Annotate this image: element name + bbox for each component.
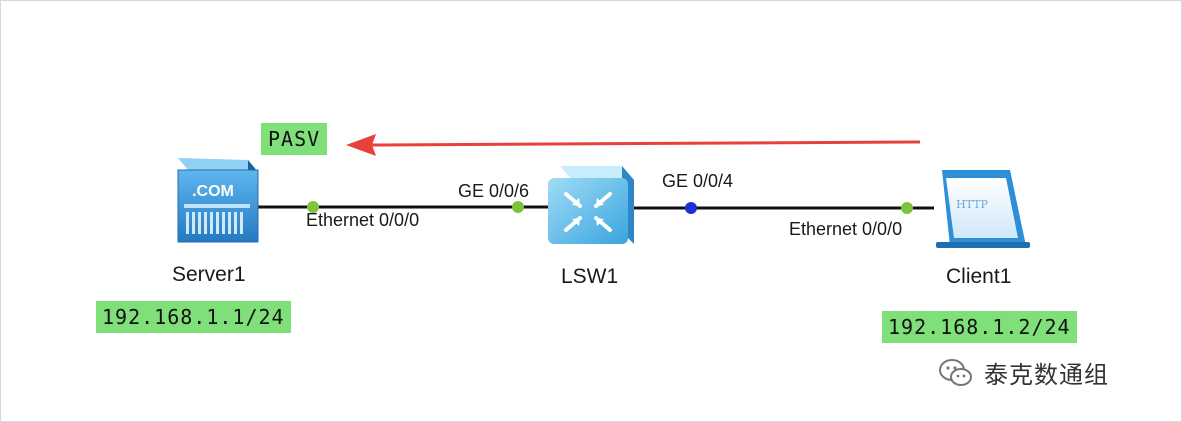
switch-port-left-label: GE 0/0/6 [458, 181, 530, 201]
server-screen-text: .COM [192, 183, 234, 200]
switch-icon[interactable] [548, 166, 634, 244]
switch-name: LSW1 [561, 265, 619, 288]
port-dot-server [307, 201, 319, 213]
watermark-text: 泰克数通组 [984, 361, 1109, 389]
client-name: Client1 [946, 265, 1012, 288]
pasv-label: PASV [261, 123, 328, 155]
port-dot-switch-left [512, 201, 524, 213]
server-icon[interactable]: .COM [177, 158, 259, 243]
server-port-label: Ethernet 0/0/0 [306, 210, 420, 230]
client-port-label: Ethernet 0/0/0 [789, 219, 903, 239]
pasv-arrow [346, 134, 921, 156]
wechat-icon [939, 358, 972, 386]
client-screen-text: HTTP [956, 198, 988, 211]
client-icon[interactable]: HTTP [936, 170, 1030, 248]
watermark: 泰克数通组 [938, 355, 1109, 390]
server-ip-tag: 192.168.1.1/24 [96, 301, 291, 333]
switch-port-right-label: GE 0/0/4 [662, 171, 734, 191]
port-dot-switch-right [685, 202, 697, 214]
port-dot-client [901, 202, 913, 214]
client-ip-tag: 192.168.1.2/24 [882, 311, 1077, 343]
server-name: Server1 [172, 263, 246, 286]
